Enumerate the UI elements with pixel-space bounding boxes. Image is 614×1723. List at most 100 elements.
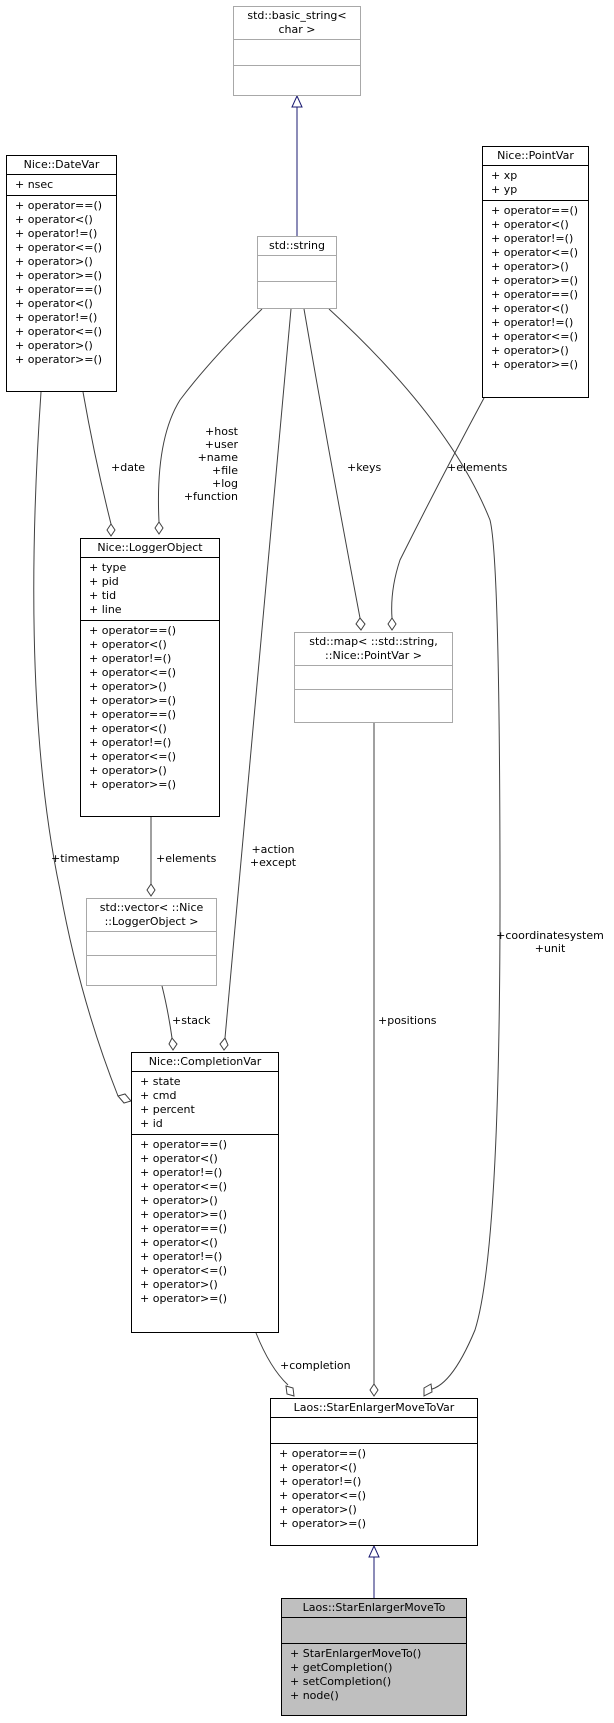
member-line: + operator<() bbox=[15, 213, 93, 226]
methods-section: + StarEnlargerMoveTo()+ getCompletion()+… bbox=[282, 1643, 466, 1706]
edge-label-logger-elements: +elements bbox=[156, 852, 216, 865]
member-line: + operator!=() bbox=[89, 736, 172, 749]
class-title: Nice::PointVar bbox=[483, 147, 588, 165]
edge-logger-strings bbox=[157, 308, 263, 523]
member-line: + operator>() bbox=[491, 260, 569, 273]
member-line: + percent bbox=[140, 1103, 195, 1116]
member-line: + operator==() bbox=[140, 1222, 228, 1235]
methods-section bbox=[234, 65, 360, 89]
edge-label-keys: +keys bbox=[347, 461, 381, 474]
class-title: std::string bbox=[258, 237, 336, 255]
member-line: + operator<() bbox=[89, 638, 167, 651]
title-line: ::LoggerObject > bbox=[104, 915, 199, 928]
class-title: Nice::DateVar bbox=[7, 156, 116, 174]
member-line: + yp bbox=[491, 183, 518, 196]
attributes-section bbox=[295, 665, 452, 689]
diamond-logger-strings bbox=[154, 521, 164, 535]
diamond-stack bbox=[168, 1037, 178, 1051]
diamond-keys bbox=[355, 617, 366, 631]
class-std-map: std::map< ::std::string,::Nice::PointVar… bbox=[294, 632, 453, 723]
member-line: + operator<() bbox=[491, 302, 569, 315]
edge-label-positions: +positions bbox=[378, 1014, 437, 1027]
attributes-section bbox=[234, 39, 360, 65]
title-line: Nice::DateVar bbox=[23, 158, 100, 171]
diamond-date bbox=[106, 523, 116, 537]
edge-keys bbox=[303, 308, 361, 619]
edge-label-line: +host bbox=[205, 425, 238, 438]
edge-stack bbox=[161, 985, 173, 1039]
title-line: std::basic_string< bbox=[247, 9, 347, 22]
title-line: Laos::StarEnlargerMoveToVar bbox=[293, 1401, 455, 1414]
edge-label-point-elements: +elements bbox=[447, 461, 507, 474]
member-line: + operator<=() bbox=[140, 1180, 228, 1193]
methods-section: + operator==()+ operator<()+ operator!=(… bbox=[81, 620, 219, 795]
edge-label-line: +elements bbox=[156, 852, 217, 865]
member-line: + operator>=() bbox=[140, 1208, 228, 1221]
methods-section: + operator==()+ operator<()+ operator!=(… bbox=[7, 195, 116, 370]
edge-label-line: +date bbox=[111, 461, 146, 474]
member-line: + type bbox=[89, 561, 127, 574]
edge-label-line: +file bbox=[212, 464, 238, 477]
edge-label-line: +keys bbox=[347, 461, 382, 474]
member-line: + tid bbox=[89, 589, 117, 602]
methods-section bbox=[87, 955, 216, 979]
member-line: + operator>=() bbox=[491, 274, 579, 287]
methods-section bbox=[295, 689, 452, 713]
class-nice-loggerobject: Nice::LoggerObject + type+ pid+ tid+ lin… bbox=[80, 538, 220, 817]
methods-section: + operator==()+ operator<()+ operator!=(… bbox=[132, 1134, 278, 1309]
edge-label-line: +completion bbox=[280, 1359, 351, 1372]
edge-label-line: +log bbox=[212, 477, 238, 490]
member-line: + operator<=() bbox=[89, 666, 177, 679]
member-line: + operator>=() bbox=[15, 269, 103, 282]
edge-completion bbox=[255, 1332, 289, 1386]
title-line: Nice::CompletionVar bbox=[148, 1055, 262, 1068]
member-line: + operator==() bbox=[15, 199, 103, 212]
member-line: + operator>() bbox=[89, 680, 167, 693]
member-line: + operator!=() bbox=[15, 227, 98, 240]
member-line: + operator>=() bbox=[89, 694, 177, 707]
member-line: + operator>() bbox=[140, 1194, 218, 1207]
edge-label-line: +timestamp bbox=[51, 852, 120, 865]
member-line: + operator==() bbox=[279, 1447, 367, 1460]
class-std-string: std::string bbox=[257, 236, 337, 309]
member-line: + operator<() bbox=[89, 722, 167, 735]
title-line: std::map< ::std::string, bbox=[309, 635, 438, 648]
edge-label-coordsys: +coordinatesystem+unit bbox=[490, 929, 610, 955]
edge-point-elements bbox=[391, 397, 485, 619]
class-std-basic-string: std::basic_string<char > bbox=[233, 6, 361, 96]
member-line: + xp bbox=[491, 169, 518, 182]
edge-label-line: +user bbox=[204, 438, 238, 451]
class-title: Laos::StarEnlargerMoveToVar bbox=[271, 1399, 477, 1417]
member-line: + operator>() bbox=[89, 764, 167, 777]
title-line: Laos::StarEnlargerMoveTo bbox=[302, 1601, 446, 1614]
edge-label-line: +function bbox=[183, 490, 238, 503]
member-line: + operator<() bbox=[279, 1461, 357, 1474]
member-line: + operator==() bbox=[491, 204, 579, 217]
class-title: Nice::LoggerObject bbox=[81, 539, 219, 557]
class-title: std::map< ::std::string,::Nice::PointVar… bbox=[295, 633, 452, 665]
edge-action bbox=[224, 308, 292, 1039]
member-line: + operator!=() bbox=[279, 1475, 362, 1488]
edge-label-line: +positions bbox=[378, 1014, 437, 1027]
methods-section bbox=[258, 281, 336, 305]
edge-label-stack: +stack bbox=[172, 1014, 210, 1027]
attributes-section: + type+ pid+ tid+ line bbox=[81, 557, 219, 620]
diamond-action bbox=[219, 1037, 229, 1051]
member-line: + operator!=() bbox=[491, 316, 574, 329]
edge-label-line: +stack bbox=[172, 1014, 211, 1027]
edge-label-line: +elements bbox=[447, 461, 508, 474]
member-line: + operator<() bbox=[140, 1152, 218, 1165]
member-line: + operator<() bbox=[491, 218, 569, 231]
class-title: Laos::StarEnlargerMoveTo bbox=[282, 1599, 466, 1617]
member-line: + operator<=() bbox=[89, 750, 177, 763]
member-line: + operator>=() bbox=[89, 778, 177, 791]
member-line: + node() bbox=[290, 1689, 339, 1702]
member-line: + operator!=() bbox=[15, 311, 98, 324]
inheritance-arrow-movetovar bbox=[368, 1544, 380, 1558]
member-line: + operator!=() bbox=[89, 652, 172, 665]
class-nice-datevar: Nice::DateVar + nsec + operator==()+ ope… bbox=[6, 155, 117, 392]
class-title: std::basic_string<char > bbox=[234, 7, 360, 39]
member-line: + cmd bbox=[140, 1089, 177, 1102]
